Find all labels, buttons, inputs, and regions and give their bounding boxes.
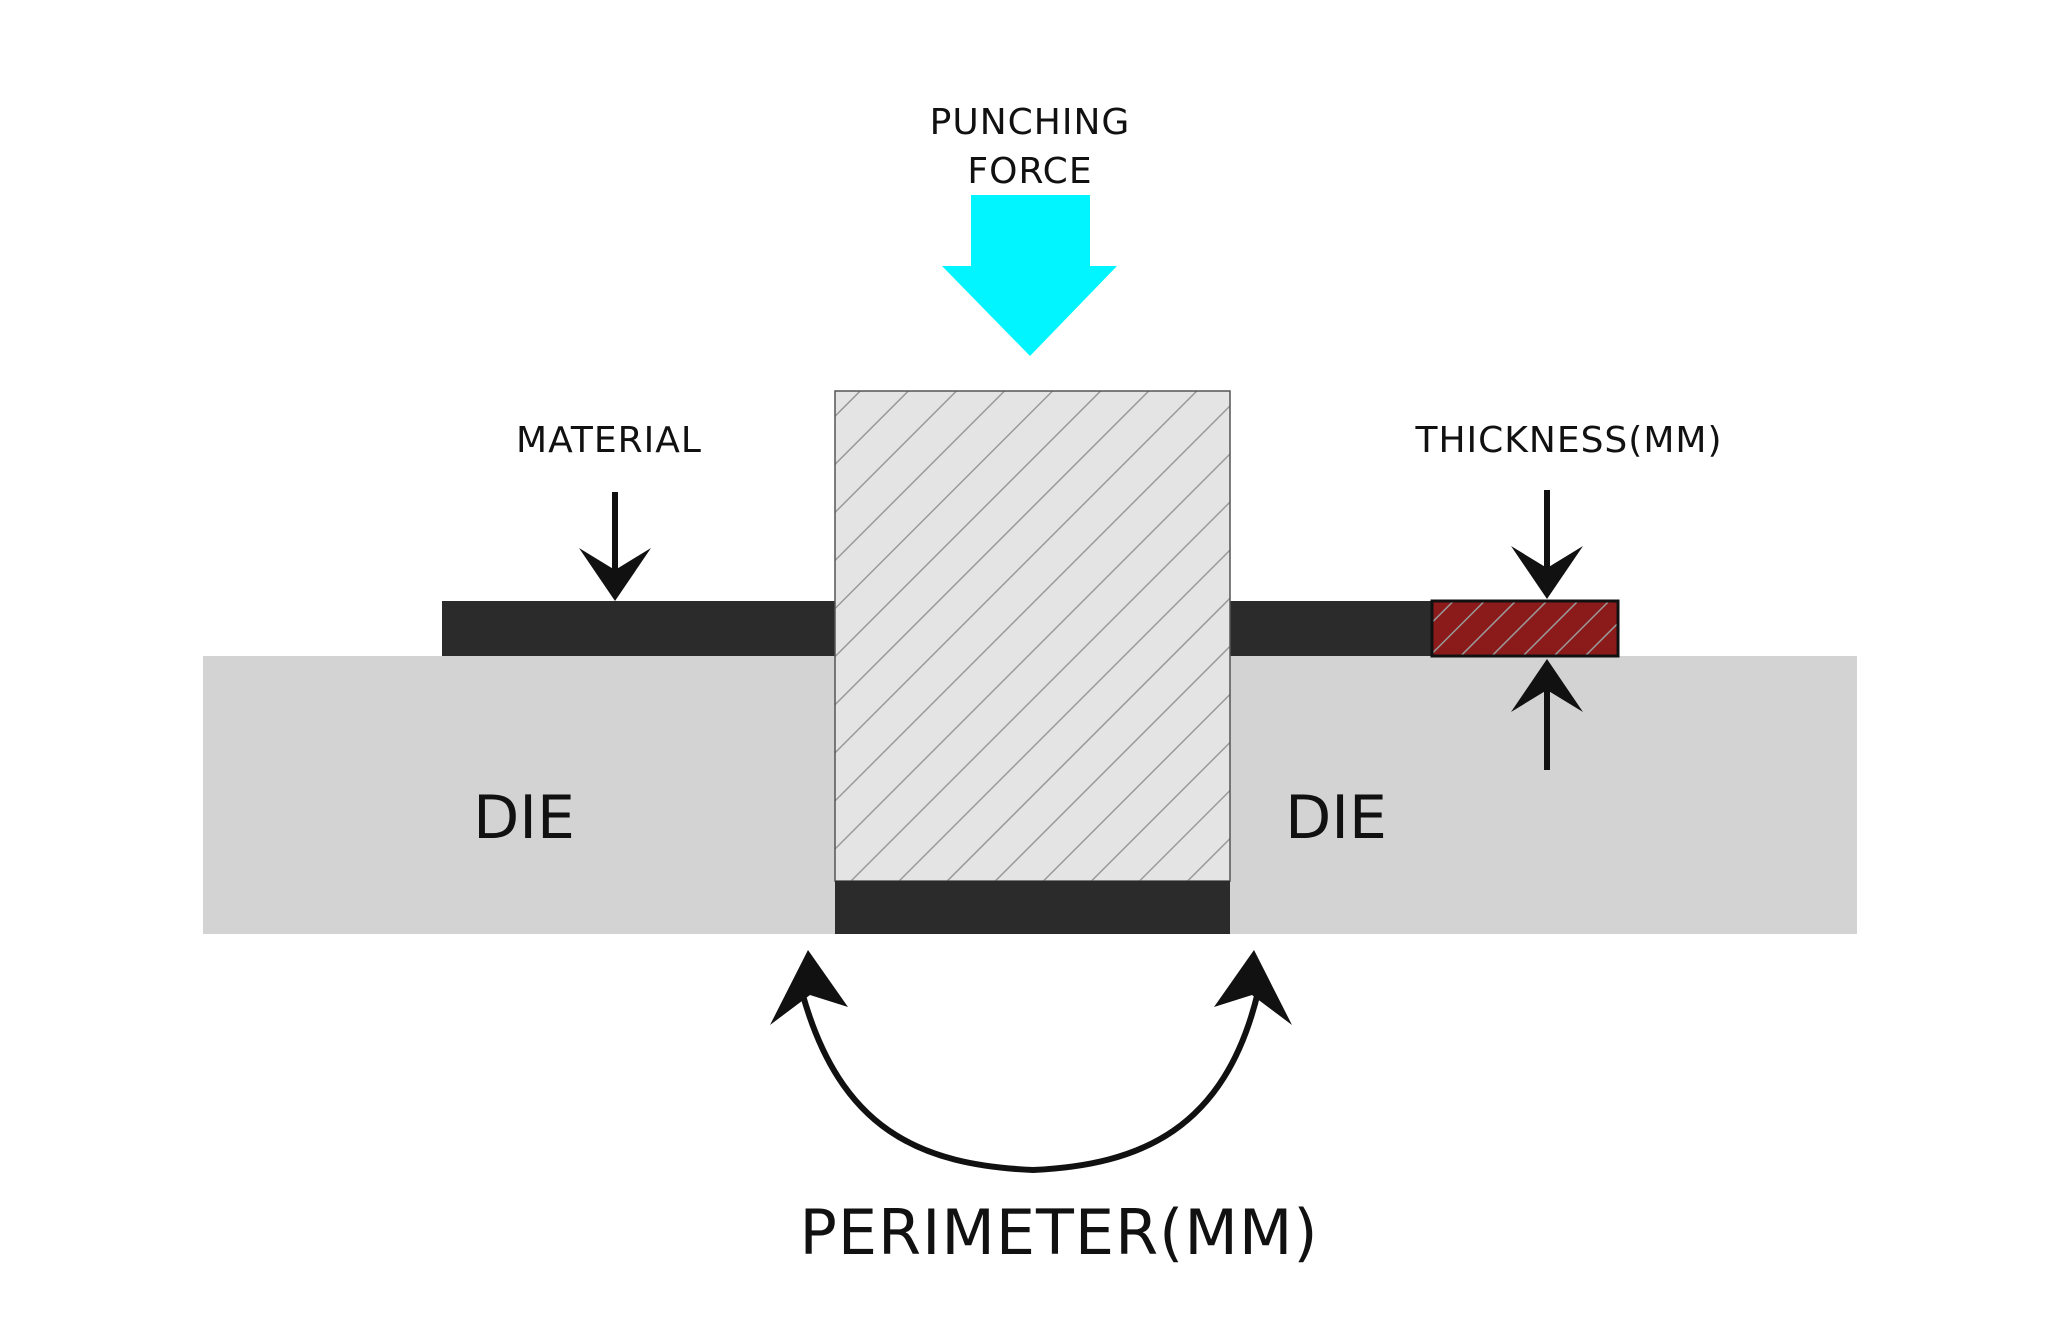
material-arrow: [579, 492, 651, 601]
perimeter-arrow: [770, 950, 1292, 1174]
material-strip-right: [1230, 601, 1432, 656]
die-left-label: DIE: [473, 783, 575, 853]
punching-force-label-line2: FORCE: [967, 151, 1092, 192]
thickness-arrow-bottom: [1511, 659, 1583, 770]
thickness-label: THICKNESS(MM): [1414, 420, 1722, 461]
thickness-arrow-top: [1511, 490, 1583, 599]
die-right-label: DIE: [1285, 783, 1387, 853]
slug: [835, 881, 1230, 934]
material-label: MATERIAL: [516, 420, 702, 461]
material-strip-left: [442, 601, 835, 656]
die-left: [203, 656, 835, 934]
punch: [834, 390, 1231, 882]
thickness-highlight: [1430, 599, 1620, 658]
punching-force-label-line1: PUNCHING: [930, 102, 1131, 143]
die-right: [1230, 656, 1857, 934]
perimeter-label: PERIMETER(MM): [799, 1196, 1318, 1269]
punching-force-arrow: [942, 195, 1117, 356]
